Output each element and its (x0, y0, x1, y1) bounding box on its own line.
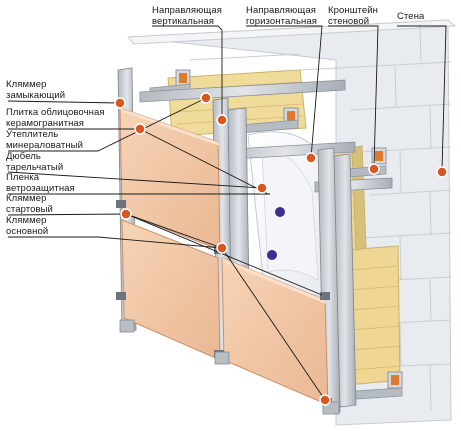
label-line: вертикальная (152, 15, 214, 27)
callout-markers (114, 92, 448, 406)
label-line: стартовый (6, 203, 53, 215)
leader-clamp-closing (7, 100, 121, 104)
label-line: ветрозащитная (6, 182, 75, 194)
leader-lines (7, 25, 447, 401)
leader-tile-branch (125, 213, 223, 249)
label-line: Кляммер (6, 215, 47, 226)
label-guide-vertical: Направляющая вертикальная (152, 5, 222, 27)
label-clamp-main: Кляммер основной (6, 215, 49, 237)
callout-marker (319, 394, 331, 406)
leader-insulation (8, 97, 207, 152)
callout-marker (436, 166, 448, 178)
label-line: Кронштейн (328, 5, 378, 16)
label-guide-horizontal: Направляющая горизонтальная (246, 5, 318, 27)
callout-marker (114, 97, 126, 109)
callout-marker (305, 152, 317, 164)
label-line: Плитка облицовочная (6, 107, 105, 118)
callout-marker (216, 114, 228, 126)
label-bracket: Кронштейн стеновой (328, 5, 378, 27)
callout-marker (256, 182, 268, 194)
label-line: Дюбель (6, 151, 41, 162)
label-clamp-start: Кляммер стартовый (6, 193, 53, 215)
label-line: основной (6, 225, 49, 237)
leader-tile-branch (139, 128, 269, 195)
dowel-head (275, 207, 285, 217)
tile-lower-right-edge (222, 258, 326, 304)
callout-marker (368, 163, 380, 175)
label-line: стеновой (328, 15, 370, 27)
wind-film (247, 131, 331, 301)
leader-guide-horizontal (246, 25, 323, 159)
label-insulation: Утеплитель минераловатный (6, 129, 84, 151)
label-line: Направляющая (246, 5, 316, 16)
label-film: Пленка ветрозащитная (6, 172, 75, 194)
label-line: тарельчатый (6, 161, 64, 173)
label-line: Кляммер (6, 193, 47, 204)
tile-upper-edge (120, 108, 220, 146)
label-clamp-closing: Кляммер замыкающий (6, 79, 66, 101)
label-line: Кляммер (6, 79, 47, 90)
label-line: керамогранитная (6, 117, 85, 129)
label-wall: Стена (397, 11, 425, 23)
label-line: Стена (397, 11, 425, 22)
callout-marker (200, 92, 212, 104)
label-line: Утеплитель (6, 129, 59, 140)
label-line: Направляющая (152, 5, 222, 16)
callout-marker (216, 242, 228, 254)
callout-marker (120, 208, 132, 220)
leader-dowel (7, 171, 263, 189)
vertical-guide (333, 153, 357, 408)
leader-bracket (328, 25, 379, 167)
leader-wall (397, 25, 447, 171)
label-line: горизонтальная (246, 15, 318, 27)
callout-marker (134, 123, 146, 135)
label-line: замыкающий (6, 89, 66, 101)
label-tile: Плитка облицовочная керамогранитная (6, 107, 105, 129)
leader-tile-branch (221, 247, 326, 401)
leader-clamp-main (8, 236, 223, 249)
label-dowel: Дюбель тарельчатый (6, 151, 64, 173)
leader-guide-vertical (152, 25, 223, 120)
label-line: минераловатный (6, 139, 84, 151)
label-line: Пленка (6, 172, 40, 183)
leader-clamp-start (7, 213, 127, 216)
horizontal-guide (139, 79, 346, 103)
dowel-head (267, 250, 277, 260)
leader-tile-branch (125, 213, 323, 296)
